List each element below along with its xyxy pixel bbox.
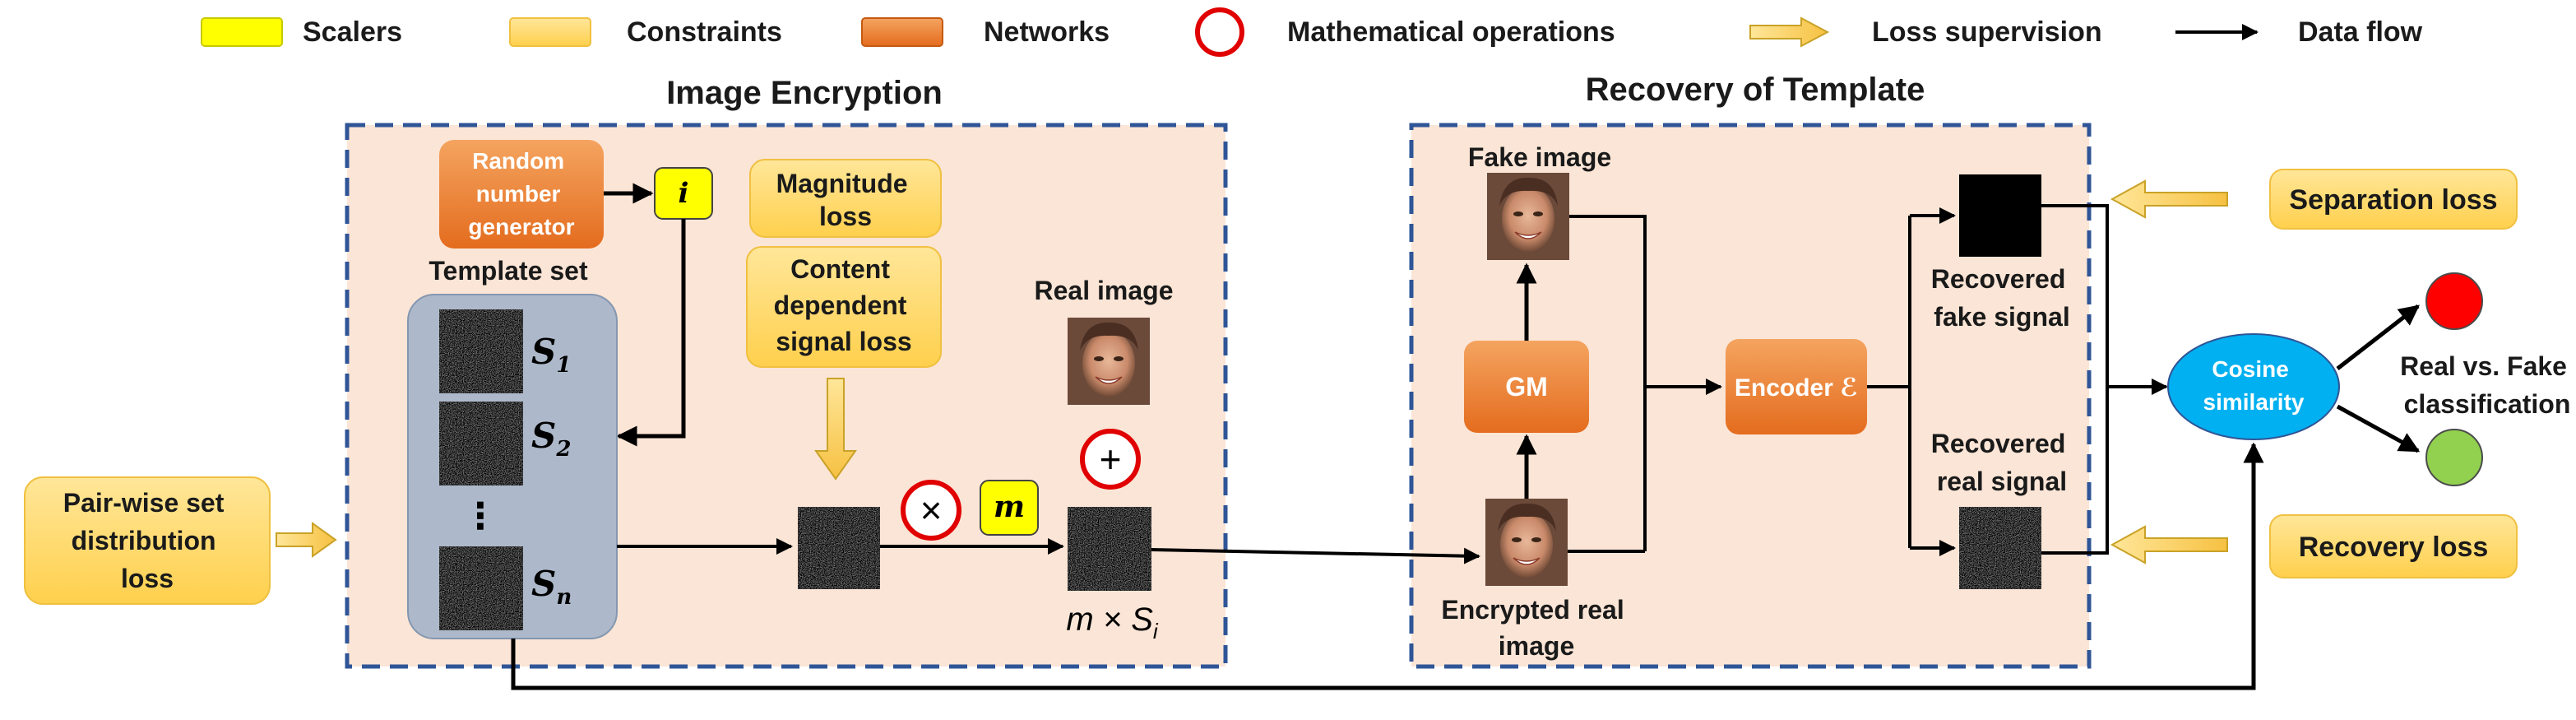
recovery-loss-supervision-arrow bbox=[2110, 525, 2228, 564]
legend-loss-supervision-arrow bbox=[1749, 16, 1830, 48]
template-sn-image bbox=[439, 546, 523, 630]
real-image-label: Real image bbox=[1035, 276, 1174, 305]
encoder-network-box bbox=[1726, 339, 1867, 434]
encoder-label: Encoder ℰ bbox=[1735, 374, 1858, 402]
pairwise-loss-supervision-arrow bbox=[276, 522, 337, 558]
magnitude-loss-label: Magnitude loss bbox=[776, 169, 915, 231]
legend-data-flow-label: Data flow bbox=[2298, 16, 2423, 48]
legend-loss-supervision-label: Loss supervision bbox=[1872, 16, 2102, 48]
arrow-mxsi-to-encrypted bbox=[1151, 547, 1480, 564]
multiply-operation bbox=[901, 480, 961, 541]
fake-image-label: Fake image bbox=[1468, 142, 1611, 172]
separation-loss-supervision-arrow bbox=[2110, 179, 2228, 219]
recovered-fake-label: Recovered fake signal bbox=[1931, 264, 2073, 332]
gm-label: GM bbox=[1505, 372, 1548, 402]
line-template-to-cosine bbox=[511, 442, 2264, 690]
encrypted-real-image bbox=[1485, 499, 1568, 586]
legend-network-swatch bbox=[861, 17, 943, 47]
m-scalar-box bbox=[980, 480, 1039, 536]
panel-title-image-encryption: Image Encryption bbox=[666, 75, 943, 111]
rng-label: Random number generator bbox=[468, 148, 574, 239]
arrow-to-real-class bbox=[2336, 404, 2421, 453]
magnitude-loss-box bbox=[749, 159, 942, 238]
rng-network-box bbox=[439, 140, 604, 249]
legend-math-op-swatch bbox=[1195, 7, 1244, 57]
legend-math-op-label: Mathematical operations bbox=[1287, 16, 1615, 48]
recovered-real-label: Recovered real signal bbox=[1931, 429, 2073, 496]
add-operation bbox=[1080, 429, 1141, 490]
legend-constraint-swatch bbox=[509, 17, 591, 47]
encrypted-real-label: Encrypted real image bbox=[1441, 595, 1631, 661]
recovery-loss-box bbox=[2269, 514, 2518, 578]
legend: Scalers Constraints Networks Mathematica… bbox=[201, 7, 2423, 57]
multiply-symbol: × bbox=[920, 489, 943, 532]
separation-loss-box bbox=[2269, 169, 2518, 230]
i-scalar-label: i bbox=[679, 177, 689, 210]
template-s1-image bbox=[439, 309, 523, 393]
template-s2-image bbox=[439, 402, 523, 485]
legend-network-label: Networks bbox=[984, 16, 1110, 48]
line-recovered-fake-out bbox=[2041, 204, 2109, 387]
separation-loss-label: Separation loss bbox=[2289, 184, 2497, 216]
real-class-dot bbox=[2425, 429, 2483, 486]
panel-title-recovery-of-template: Recovery of Template bbox=[1586, 72, 1925, 108]
content-loss-label: Content dependent signal loss bbox=[774, 254, 915, 356]
template-ellipsis: ⋮ bbox=[462, 496, 498, 537]
recovered-real-image bbox=[1959, 507, 2041, 589]
recovered-fake-image bbox=[1959, 174, 2041, 257]
content-loss-box bbox=[746, 246, 942, 368]
line-fake-to-encoder bbox=[1569, 215, 1647, 551]
template-sn-label: Sn bbox=[531, 564, 572, 610]
line-recovered-real-out bbox=[2041, 387, 2109, 555]
cosine-similarity-node bbox=[2167, 333, 2340, 440]
classification-label: Real vs. Fake classification bbox=[2400, 351, 2574, 419]
scaled-template-image bbox=[1068, 507, 1151, 591]
real-image bbox=[1068, 318, 1150, 405]
template-s2-label: S2 bbox=[531, 416, 571, 462]
gm-network-box bbox=[1464, 341, 1589, 433]
legend-scaler-swatch bbox=[201, 17, 283, 47]
template-s1-label: S1 bbox=[531, 332, 571, 378]
arrow-i-to-s2 bbox=[616, 219, 686, 447]
legend-constraint-label: Constraints bbox=[627, 16, 782, 48]
pairwise-loss-box bbox=[24, 476, 271, 605]
arrow-to-fake-class bbox=[2336, 304, 2420, 370]
recovery-loss-label: Recovery loss bbox=[2299, 532, 2489, 563]
legend-scaler-label: Scalers bbox=[303, 16, 402, 48]
m-scalar-label: m bbox=[994, 490, 1025, 524]
template-set-label: Template set bbox=[429, 256, 588, 286]
add-symbol: + bbox=[1100, 438, 1122, 481]
cosine-similarity-label: Cosine similarity bbox=[2203, 356, 2305, 415]
fake-class-dot bbox=[2425, 272, 2483, 330]
fake-image bbox=[1487, 173, 1569, 260]
selected-template-image bbox=[798, 507, 880, 589]
content-loss-supervision-arrow bbox=[814, 378, 857, 481]
pairwise-loss-label: Pair-wise set distribution loss bbox=[63, 488, 232, 593]
scaled-template-label: m × Si bbox=[1066, 602, 1159, 643]
